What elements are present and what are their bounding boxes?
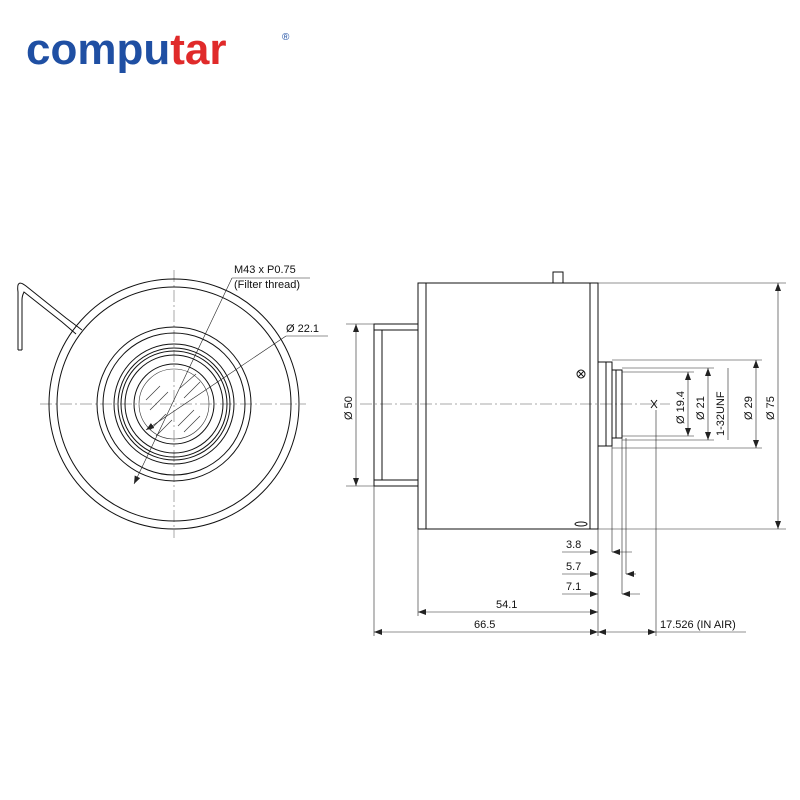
logo-text-main: compu [26,25,170,74]
side-view: Ø 50 Ø 19.4 Ø 21 1-32UNF Ø 29 Ø 75 [343,271,786,636]
logo-text: computar [26,25,226,74]
logo-registered-mark: ® [282,32,290,43]
lens-ring-2 [117,347,231,461]
aperture-label: Ø 22.1 [286,323,319,335]
dim-d2-label: 5.7 [566,561,581,573]
front-view: M43 x P0.75 (Filter thread) Ø 22.1 [17,264,328,538]
logo-text-accent: tar [170,25,226,74]
dim-body-length-label: 54.1 [496,599,517,611]
filter-thread-label: M43 x P0.75 [234,264,296,276]
dim-mount-thread-label: 1-32UNF [715,391,727,436]
lens-ring-3 [120,350,228,458]
top-knob [552,271,564,284]
filter-thread-leader [133,277,233,485]
front-element [133,363,215,445]
iris-cable-inner [21,291,77,350]
front-barrel [373,323,419,487]
filter-ring-inner [102,332,246,476]
bottom-mark [574,521,588,527]
main-body [417,282,599,530]
dim-d1-label: 3.8 [566,539,581,551]
lens-ring-1 [113,343,235,465]
dim-rear-flange-label: Ø 29 [743,396,755,420]
dim-front-diameter-label: Ø 50 [343,396,355,420]
filter-thread-note: (Filter thread) [234,279,300,291]
front-element-inner [138,368,210,440]
outer-ring-inner [56,286,292,522]
computar-logo: computar ® [26,25,290,74]
dim-rear-label: Ø 21 [695,396,707,420]
glass-hatch [145,373,201,437]
dim-d3-label: 7.1 [566,581,581,593]
dim-body-diameter-label: Ø 75 [765,396,777,420]
dim-back-focus-label: 17.526 (IN AIR) [660,619,736,631]
filter-ring [96,326,252,482]
dim-rear-inner-label: Ø 19.4 [675,391,687,424]
outer-ring [48,278,300,530]
set-screw [576,369,586,379]
c-mount [611,369,623,439]
dim-total-length-label: 66.5 [474,619,495,631]
aperture-leader [145,335,287,431]
iris-cable [17,282,83,350]
lens-ring-4 [124,354,224,454]
